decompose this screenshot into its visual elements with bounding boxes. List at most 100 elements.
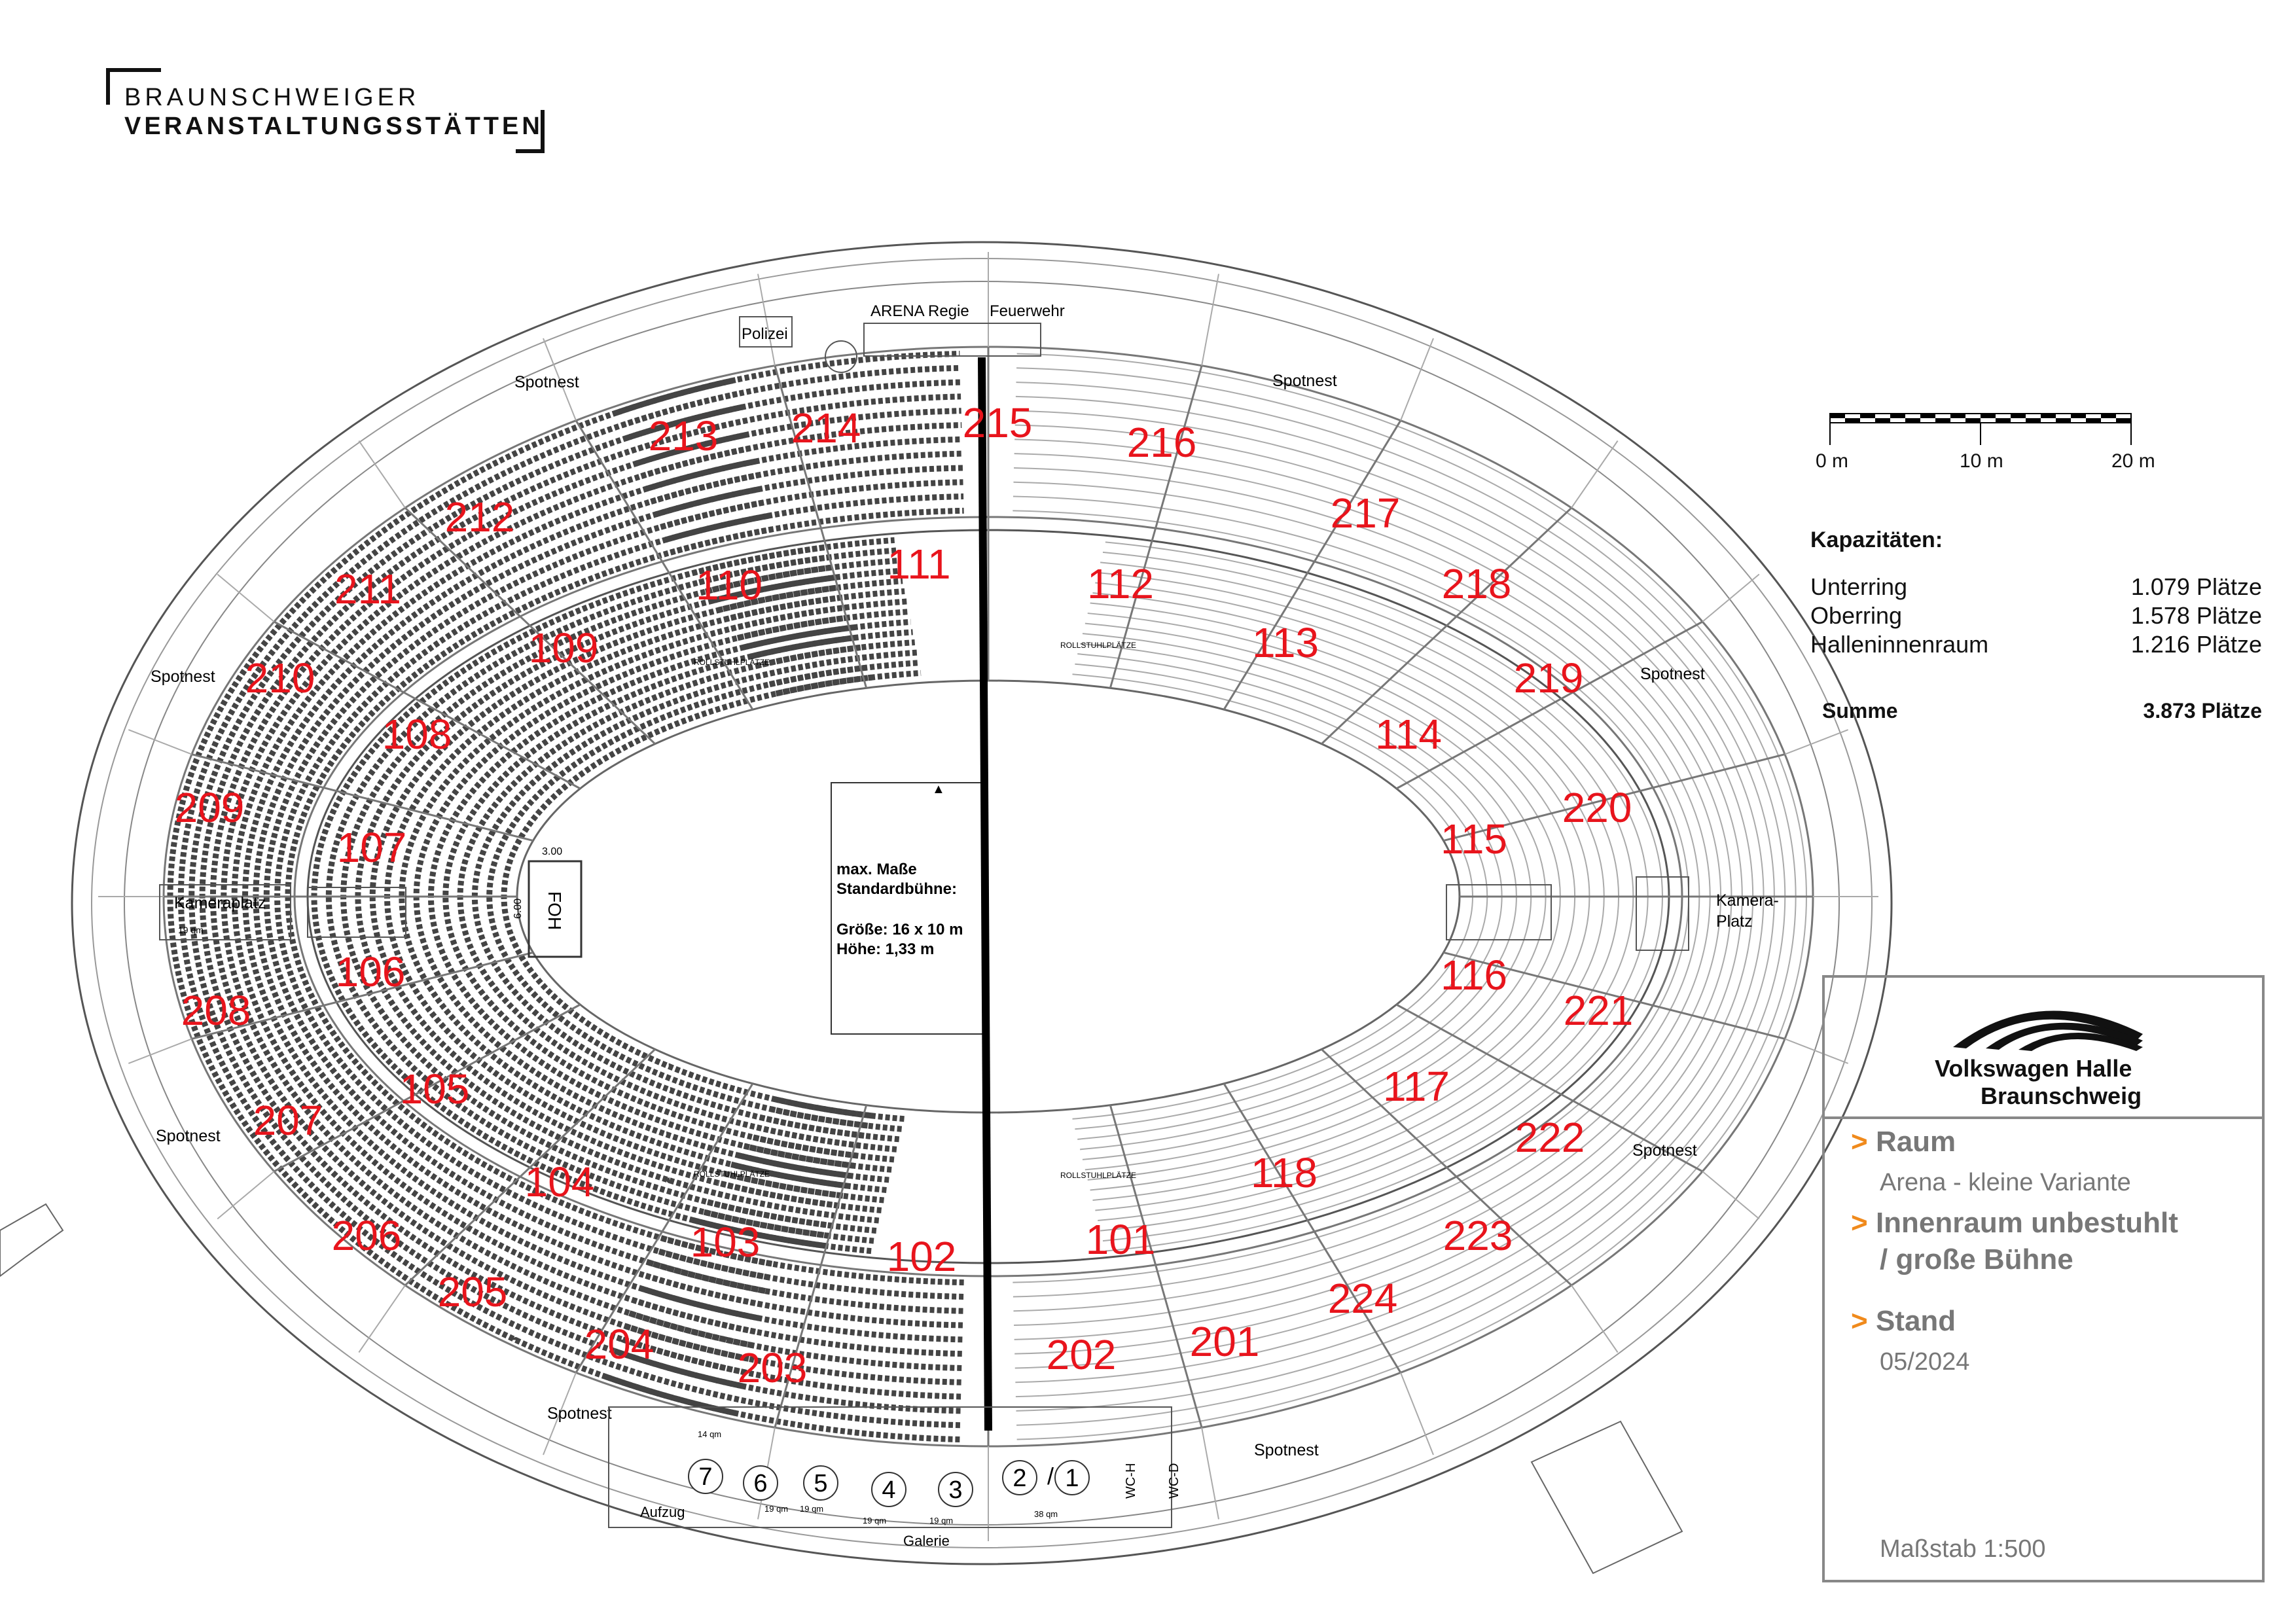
outer-wall-inner xyxy=(91,258,1873,1548)
seat-row xyxy=(630,418,746,454)
outer-rib xyxy=(358,1285,406,1353)
seat-row xyxy=(311,537,895,1255)
seat-row xyxy=(645,458,756,492)
seat-row xyxy=(399,598,907,1193)
outer-rib xyxy=(1571,440,1619,508)
stand-value: 05/2024 xyxy=(1880,1348,1970,1376)
loge-circle xyxy=(938,1472,973,1507)
aisle xyxy=(575,1083,754,1374)
rollstuhl-label: ROLLSTUHLPLÄTZE xyxy=(694,658,770,667)
logo-bracket-left xyxy=(106,68,161,105)
outer-rib xyxy=(1702,573,1760,622)
seat-row xyxy=(762,654,865,678)
seat-row xyxy=(384,588,905,1204)
aisle xyxy=(1395,620,1703,790)
seat-row xyxy=(650,472,759,505)
section-number-221: 221 xyxy=(1564,987,1634,1034)
capacity-row-value: 1.079 Plätze xyxy=(2130,573,2262,600)
loge-circle xyxy=(688,1459,723,1494)
scale-tick-0: 0 m xyxy=(1816,450,1849,472)
outer-rib xyxy=(358,440,406,508)
rollstuhl-label-4: ROLLSTUHLPLÄTZE xyxy=(1060,1171,1136,1180)
stage-text-1: max. Maße xyxy=(836,861,917,878)
seat-row xyxy=(618,1335,746,1376)
seat-row xyxy=(355,567,901,1224)
aisle xyxy=(1109,365,1203,688)
heading-stand-text: Stand xyxy=(1875,1305,1956,1337)
section-number-218: 218 xyxy=(1442,560,1512,607)
outer-rib xyxy=(1400,338,1434,421)
outer-rib xyxy=(128,729,192,755)
tunnel-left xyxy=(307,887,406,938)
aisle xyxy=(274,1003,581,1173)
brand-header: Volkswagen Halle Braunschweig xyxy=(1825,978,2262,1119)
loge-area-1: 14 qm xyxy=(698,1429,721,1439)
loge-slash: / xyxy=(1047,1463,1054,1489)
outer-rib xyxy=(543,338,577,421)
seat-row xyxy=(1080,643,1517,1150)
aisle xyxy=(1109,1105,1203,1428)
seat-row xyxy=(369,578,903,1214)
section-number-104: 104 xyxy=(525,1158,595,1205)
section-number-215: 215 xyxy=(963,399,1033,446)
seat-row xyxy=(242,450,963,1343)
seat-row xyxy=(736,1152,851,1179)
aisle xyxy=(1321,507,1572,745)
seat-row xyxy=(730,1161,847,1189)
stage-text-3: Größe: 16 x 10 m xyxy=(836,921,963,938)
seat-row xyxy=(717,584,840,613)
loge-circle xyxy=(743,1465,778,1501)
section-number-109: 109 xyxy=(529,624,599,671)
section-number-102: 102 xyxy=(887,1233,957,1280)
capacity-row-value: 1.216 Plätze xyxy=(2130,631,2262,658)
seat-row xyxy=(692,1217,826,1249)
seat-row xyxy=(623,1323,749,1362)
seat-row xyxy=(643,1272,763,1308)
section-number-204: 204 xyxy=(584,1321,655,1368)
outer-rib xyxy=(217,1171,275,1220)
loge-area-6: 38 qm xyxy=(1034,1509,1058,1519)
capacity-row-label: Unterring xyxy=(1810,573,1908,600)
company-logo: BRAUNSCHWEIGER VERANSTALTUNGSSTÄTTEN xyxy=(106,68,545,153)
loge-number: 2 xyxy=(1013,1465,1026,1492)
seat-row xyxy=(648,1260,766,1294)
loge-circle xyxy=(871,1472,906,1507)
section-number-224: 224 xyxy=(1328,1275,1398,1322)
seat-row xyxy=(698,1207,829,1239)
capacity-title: Kapazitäten: xyxy=(1810,527,1943,552)
heading-innenraum: > Innenraum unbestuhlt xyxy=(1851,1207,2178,1240)
section-number-222: 222 xyxy=(1515,1114,1585,1161)
section-number-206: 206 xyxy=(332,1212,402,1259)
section-number-220: 220 xyxy=(1562,784,1632,831)
seat-row xyxy=(620,390,740,429)
seat-row xyxy=(704,1198,833,1229)
scale-tick-10: 10 m xyxy=(1960,450,2003,472)
section-number-207: 207 xyxy=(253,1097,323,1144)
outer-rib xyxy=(1400,1372,1434,1455)
stage-text-2: Standardbühne: xyxy=(836,880,957,898)
capacity-total-value: 3.873 Plätze xyxy=(2143,699,2262,722)
seat-row xyxy=(730,604,847,632)
section-number-111: 111 xyxy=(887,541,950,588)
aisle xyxy=(1395,1003,1703,1173)
seat-row xyxy=(711,1189,836,1219)
section-number-101: 101 xyxy=(1086,1216,1156,1263)
seat-row xyxy=(442,629,913,1163)
loge-area-2: 19 qm xyxy=(764,1504,788,1514)
seat-row xyxy=(638,1285,759,1321)
section-number-213: 213 xyxy=(649,412,719,459)
outer-rib xyxy=(128,1038,192,1064)
rollstuhl-label-3: ROLLSTUHLPLÄTZE xyxy=(694,1169,770,1179)
seat-row xyxy=(653,1247,770,1281)
brand-name-1: Volkswagen Halle xyxy=(1935,1055,2132,1082)
loge-circle xyxy=(1002,1460,1037,1495)
logo-bracket-right xyxy=(516,110,545,153)
heading-innenraum-text: Innenraum unbestuhlt xyxy=(1875,1207,2178,1239)
loge-circle xyxy=(1054,1460,1090,1495)
section-number-212: 212 xyxy=(445,493,515,541)
section-number-115: 115 xyxy=(1441,815,1507,863)
regie-room xyxy=(863,323,1041,357)
aisle xyxy=(774,1105,868,1428)
section-number-201: 201 xyxy=(1190,1318,1260,1365)
